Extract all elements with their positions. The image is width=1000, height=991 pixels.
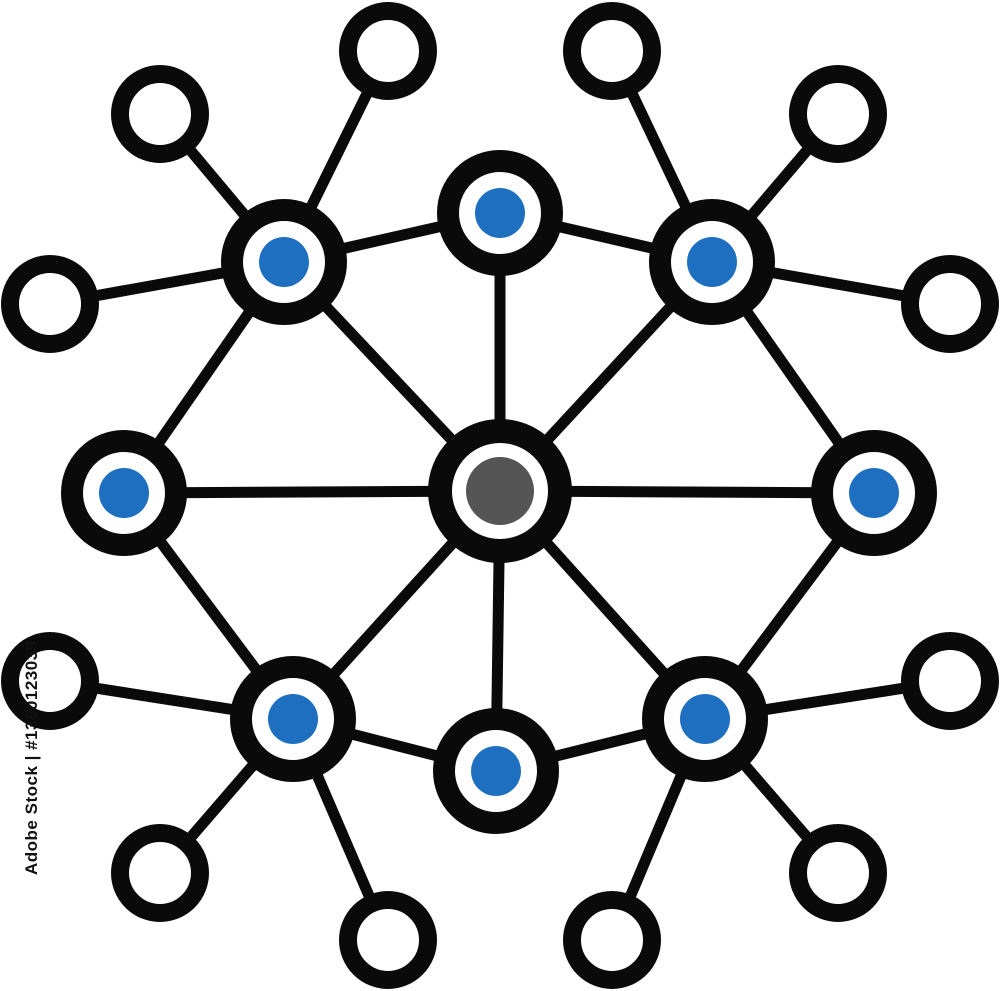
leaf-node-ring <box>1 255 99 353</box>
leaf-node-ring <box>901 255 999 353</box>
leaf-node-ur-c <box>901 255 999 353</box>
inner-node-dot <box>475 188 525 238</box>
inner-node-left <box>61 430 187 556</box>
inner-node-dot <box>268 694 318 744</box>
inner-node-dot <box>680 694 730 744</box>
leaf-node-ring <box>901 632 999 730</box>
inner-node-upper-left <box>221 199 347 325</box>
leaf-node-ring <box>339 2 437 100</box>
leaf-node-ring <box>789 824 887 922</box>
leaf-node-lr-b <box>789 824 887 922</box>
inner-node-dot <box>259 237 309 287</box>
hub-node-dot <box>466 457 534 525</box>
leaf-node-ll-b <box>111 824 209 922</box>
leaf-node-ring <box>1 632 99 730</box>
leaf-node-ring <box>563 2 661 100</box>
leaf-node-ring <box>339 891 437 989</box>
leaf-node-ring <box>789 65 887 163</box>
inner-node-lower-left <box>230 656 356 782</box>
hub-node <box>428 419 572 563</box>
inner-node-dot <box>471 746 521 796</box>
inner-node-right <box>811 430 937 556</box>
leaf-node-ur-b <box>789 65 887 163</box>
leaf-node-ul-b <box>339 2 437 100</box>
inner-node-dot <box>849 468 899 518</box>
inner-node-dot <box>687 237 737 287</box>
leaf-node-ll-c <box>339 891 437 989</box>
leaf-node-ul-c <box>1 255 99 353</box>
inner-node-upper-right <box>649 199 775 325</box>
inner-node-bottom <box>433 708 559 834</box>
leaf-node-lr-c <box>563 891 661 989</box>
leaf-node-ll-a <box>1 632 99 730</box>
leaf-node-lr-a <box>901 632 999 730</box>
inner-node-dot <box>99 468 149 518</box>
leaf-node-ur-a <box>563 2 661 100</box>
stock-image-id-text: Adobe Stock | #1360123039 <box>22 640 41 875</box>
stock-image-id-watermark: Adobe Stock | #1360123039 <box>22 640 42 875</box>
inner-node-lower-right <box>642 656 768 782</box>
leaf-node-ring <box>563 891 661 989</box>
leaf-node-ring <box>111 824 209 922</box>
inner-node-top <box>437 150 563 276</box>
leaf-node-ul-a <box>111 65 209 163</box>
leaf-node-ring <box>111 65 209 163</box>
